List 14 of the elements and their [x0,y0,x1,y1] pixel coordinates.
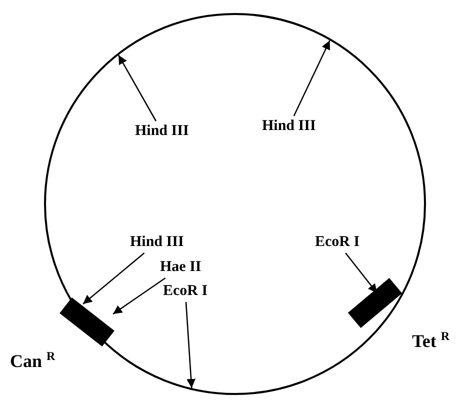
leader-arrow [345,252,378,294]
site-label: EcoR I [315,234,360,251]
site-label: EcoR I [163,283,208,300]
gene-label: Can $^{R}$ [10,348,56,371]
leader-arrow [118,54,156,122]
leader-arrow [185,302,196,388]
leader-arrow [82,252,145,304]
site-label: Hind III [130,234,184,251]
site-label: Hind III [135,123,189,140]
leader-arrow [293,40,330,116]
leader-arrow [112,277,166,315]
site-label: Hind III [262,118,316,135]
site-label: Hae II [160,259,202,276]
gene-label: Tet $^{R}$ [412,328,450,351]
